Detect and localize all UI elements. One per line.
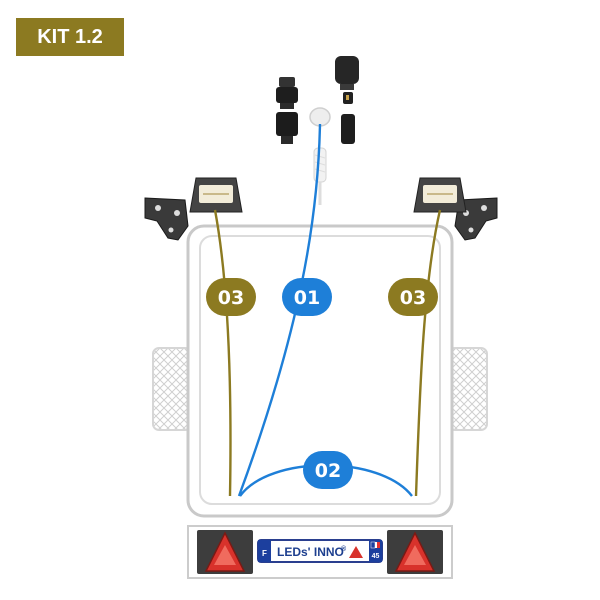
plate-number: 45 (372, 553, 380, 560)
tail-light-right (387, 530, 443, 574)
license-plate: F LEDs' INNO ® 45 (257, 539, 383, 563)
plate-brand: LEDs' INNO (277, 545, 344, 559)
socket-connector-icon (276, 77, 298, 144)
svg-text:02: 02 (315, 460, 341, 482)
plate-country: F (262, 549, 267, 558)
label-02: 02 (303, 451, 353, 489)
bracket-left-icon (144, 197, 189, 241)
brand-triangle-icon (349, 546, 363, 558)
kit-label: KIT 1.2 (37, 25, 103, 48)
svg-text:03: 03 (218, 287, 244, 309)
wheel-left (152, 347, 192, 431)
label-01: 01 (282, 278, 332, 316)
trailer-body-inner (199, 235, 441, 505)
plate-registered: ® (341, 545, 347, 553)
wire-03-left (213, 209, 232, 497)
svg-text:01: 01 (294, 287, 320, 309)
side-light-right-icon (413, 177, 467, 213)
label-03-left: 03 (206, 278, 256, 316)
plug-connector-icon (335, 56, 359, 144)
kit-badge: KIT 1.2 (16, 18, 124, 56)
label-03-right: 03 (388, 278, 438, 316)
wire-03-right (414, 209, 442, 497)
wheel-right (448, 347, 488, 431)
cable-gland-icon (309, 107, 331, 127)
svg-text:03: 03 (400, 287, 426, 309)
side-light-left-icon (189, 177, 243, 213)
tail-light-left (197, 530, 253, 574)
